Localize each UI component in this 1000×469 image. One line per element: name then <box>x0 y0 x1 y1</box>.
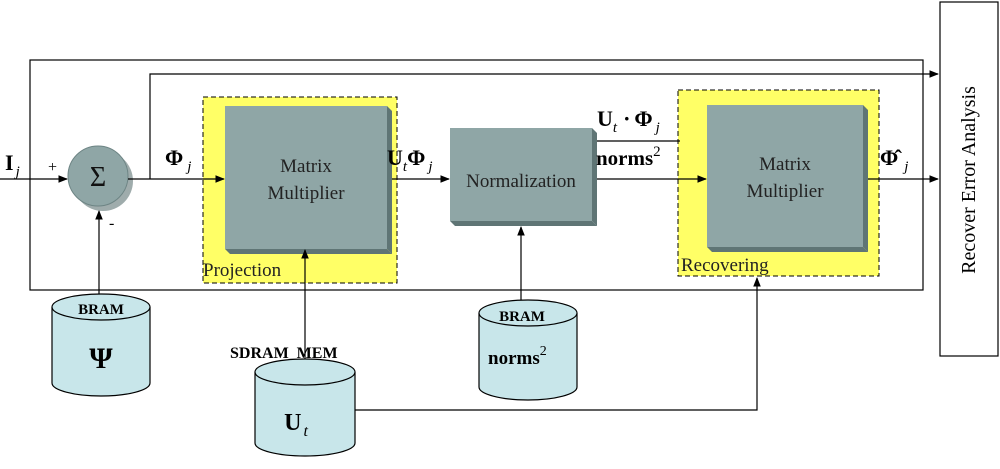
normalization-block: Normalization <box>450 128 597 226</box>
recover-error-analysis-box: Recover Error Analysis <box>939 1 999 357</box>
bram-norms-memory: BRAM norms2 <box>478 299 578 401</box>
projection-block-line2: Multiplier <box>267 183 345 204</box>
system-boundary <box>29 59 924 291</box>
recovering-block-line1: Matrix <box>759 154 811 175</box>
projection-block-line1: Matrix <box>280 156 332 177</box>
recovering-block-line2: Multiplier <box>746 181 824 202</box>
summation-node: Σ <box>67 145 133 211</box>
recover-error-analysis-label: Recover Error Analysis <box>958 86 980 274</box>
bypass-arrow <box>149 70 939 179</box>
projection-region-label: Projection <box>203 260 282 281</box>
adder-plus-sign: + <box>48 159 57 176</box>
recovering-matrix-multiplier: Matrix Multiplier <box>707 105 868 252</box>
bram-psi-content: Ψ <box>89 342 113 375</box>
norms2-signal-label: norms2 <box>596 144 661 170</box>
normalization-label: Normalization <box>466 171 576 192</box>
summation-symbol: Σ <box>90 162 106 193</box>
bram-norms-content: norms2 <box>488 344 547 369</box>
adder-minus-sign: - <box>109 215 114 232</box>
recovering-region-label: Recovering <box>681 255 769 276</box>
sdram-to-recovering-arrow <box>355 277 761 411</box>
projection-matrix-multiplier: Matrix Multiplier <box>225 106 392 254</box>
sdram-title: SDRAM_MEM <box>230 345 338 362</box>
phi-hat-label: Φ̂j <box>880 145 908 175</box>
bram-psi-memory: BRAM Ψ <box>51 293 151 397</box>
bram-psi-title: BRAM <box>78 302 124 318</box>
bram-norms-title: BRAM <box>499 309 545 325</box>
